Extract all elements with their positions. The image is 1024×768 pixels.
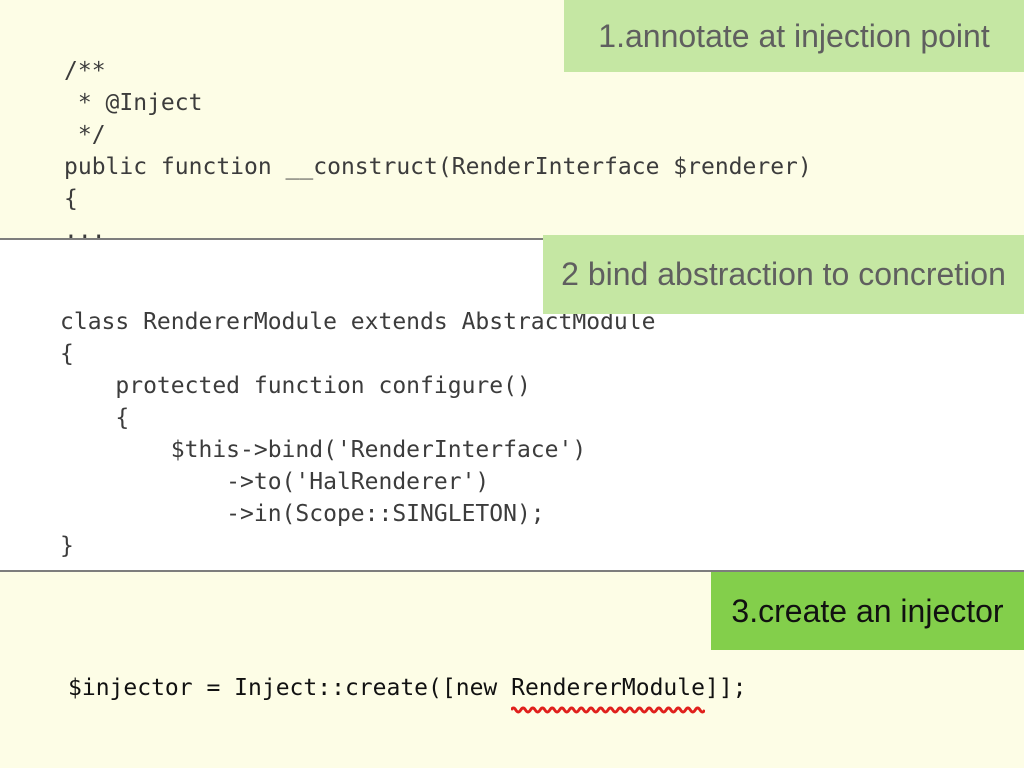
code-line: ...: [64, 218, 106, 240]
code-line: class RendererModule extends AbstractMod…: [60, 309, 656, 335]
code-line: {: [64, 186, 78, 212]
code-block-injector: $injector = Inject::create([new Renderer…: [68, 672, 747, 714]
highlight-text: RendererModule: [511, 675, 705, 701]
code-line: * @Inject: [64, 90, 203, 116]
code-block-annotation: /** * @Inject */ public function __constr…: [64, 55, 812, 240]
code-line: {: [60, 405, 130, 431]
code-line: protected function configure(): [60, 373, 531, 399]
section-bind: class RendererModule extends AbstractMod…: [0, 235, 1024, 572]
step-label-bind: 2 bind abstraction to concretion: [543, 235, 1024, 314]
code-line: public function __construct(RenderInterf…: [64, 154, 812, 180]
code-line: ->in(Scope::SINGLETON);: [60, 501, 545, 527]
section-injector: 3.create an injector $injector = Inject:…: [0, 572, 1024, 768]
code-line: $this->bind('RenderInterface'): [60, 437, 587, 463]
code-prefix: $injector = Inject::create([new: [68, 675, 512, 701]
spellcheck-squiggle: [511, 706, 705, 714]
highlighted-module-name: RendererModule: [511, 672, 705, 714]
step-label-annotate: 1.annotate at injection point: [564, 0, 1024, 72]
code-block-module: class RendererModule extends AbstractMod…: [60, 306, 655, 562]
code-suffix: ]];: [704, 675, 747, 701]
code-line: /**: [64, 58, 106, 84]
section-annotate: /** * @Inject */ public function __constr…: [0, 0, 1024, 240]
code-line: }: [60, 533, 74, 559]
code-line: */: [64, 122, 106, 148]
code-line: ->to('HalRenderer'): [60, 469, 490, 495]
step-label-injector: 3.create an injector: [711, 572, 1024, 650]
code-line: {: [60, 341, 74, 367]
